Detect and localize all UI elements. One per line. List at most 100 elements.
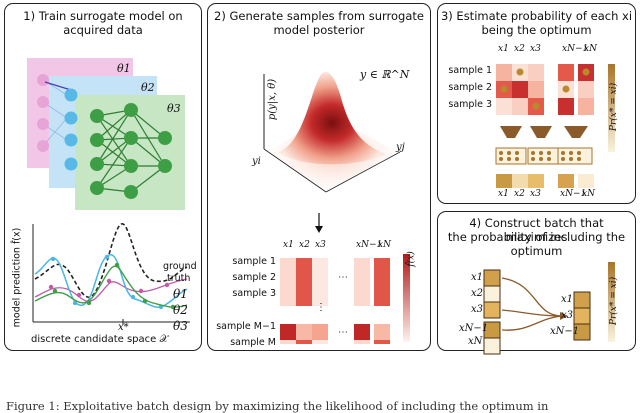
candidate-cell: [483, 337, 501, 355]
horizontal-ellipsis-top: ⋯: [338, 272, 348, 283]
batch-construction-diagram: [483, 269, 591, 355]
posterior-surface: [263, 71, 401, 193]
batch-cell: [573, 323, 591, 341]
bottom-label-x2: x2: [514, 189, 525, 199]
sample-cell: [374, 340, 390, 344]
sample-cell: [280, 274, 296, 290]
selection-arrowhead: [560, 312, 568, 320]
sample-cell: [374, 258, 390, 274]
theta-2-label: θ2: [141, 81, 155, 94]
funnel-icon: [564, 126, 588, 138]
sample-matrix: [280, 258, 390, 344]
prob-cell: [528, 64, 544, 81]
panel-3-title-line-1: 3) Estimate probability of each xi: [440, 9, 633, 23]
prediction-plot: [32, 223, 190, 325]
probability-bin: [527, 147, 559, 165]
x-star-label: x*: [118, 322, 129, 333]
prob-row-label-1: sample 1: [448, 65, 492, 76]
sample-cell: [280, 258, 296, 274]
optimum-marker-dot: [562, 85, 570, 93]
theta-1-label: θ1: [117, 62, 131, 75]
panel-3-title-line-2: being the optimum: [481, 23, 592, 37]
sample-space-equation: y ∈ ℝ^N: [360, 68, 410, 81]
right-label-xN-1: xN−1: [550, 326, 580, 337]
prob-cell: [558, 64, 574, 81]
sample-cell: [312, 274, 328, 290]
sample-cell: [312, 340, 328, 344]
candidate-cell: [483, 301, 501, 319]
sample-cell: [354, 274, 370, 290]
yi-axis-label: yi: [252, 156, 261, 167]
panel-construct-batch: 4) Construct batch that maximizes the pr…: [437, 211, 636, 355]
panel-estimate-probability: 3) Estimate probability of each xi being…: [437, 3, 636, 204]
prob-row-label-3: sample 3: [448, 99, 492, 110]
count-dot: [569, 157, 573, 161]
col-label-xN: xN: [378, 240, 391, 250]
probability-color-bar-label: Pr(x* = xi): [609, 82, 620, 132]
count-dot: [499, 151, 503, 155]
col-label-xN: xN: [584, 44, 597, 54]
left-label-xN-1: xN−1: [459, 323, 489, 334]
sample-cell: [296, 340, 312, 344]
bottom-label-x3: x3: [530, 189, 541, 199]
optimum-marker-dot: [500, 85, 508, 93]
sample-cell: [296, 324, 312, 340]
sample-cell: [296, 290, 312, 306]
theta-3-plot-label: θ3: [173, 319, 188, 333]
prob-cell: [528, 81, 544, 98]
panel-1-title-line-1: 1) Train surrogate model on: [23, 9, 183, 23]
candidate-cell: [483, 269, 501, 287]
probability-bin: [495, 147, 527, 165]
probability-cell: [496, 174, 512, 188]
count-dot: [499, 157, 503, 161]
sample-cell: [280, 340, 296, 344]
panel-1-title-line-2: acquired data: [63, 23, 143, 37]
count-dot: [547, 151, 551, 155]
down-arrow: [315, 213, 323, 233]
prob-cell: [512, 81, 528, 98]
batch-cell: [573, 291, 591, 309]
sample-cell: [312, 258, 328, 274]
col-label-x2: x2: [299, 240, 310, 250]
bottom-label-x1: x1: [498, 189, 509, 199]
bottom-label-xN-1: xN−1: [560, 189, 587, 199]
left-label-x2: x2: [471, 288, 484, 299]
col-label-xN-1: xN−1: [562, 44, 589, 54]
sample-cell: [312, 324, 328, 340]
panel-4-title-line-2: the probability of including the: [447, 230, 626, 244]
theta-3-label: θ3: [167, 102, 181, 115]
sample-cell: [354, 290, 370, 306]
count-dot: [507, 151, 511, 155]
left-label-xN: xN: [468, 336, 483, 347]
panel-4-title-line-1: 4) Construct batch that maximizes: [469, 216, 604, 244]
sample-cell: [296, 274, 312, 290]
bottom-column-labels: x1 x2 x3 xN−1 xN: [438, 189, 635, 201]
col-label-x3: x3: [315, 240, 326, 250]
sample-cell: [374, 324, 390, 340]
batch-color-bar-label: Pr(x* = xi): [609, 276, 620, 326]
probability-bin: [557, 147, 593, 165]
selection-curve: [501, 277, 563, 331]
ground-truth-label-line-2: truth: [167, 273, 191, 284]
right-label-x3: x3: [561, 310, 574, 321]
ground-truth-label-line-1: ground: [163, 261, 197, 272]
optimum-marker-dot: [582, 68, 590, 76]
sample-cell: [354, 324, 370, 340]
probability-cell: [578, 174, 594, 188]
bottom-label-xN: xN: [582, 189, 595, 199]
prob-cell: [496, 98, 512, 115]
panel-4-title-line-3: optimum: [510, 244, 563, 258]
yj-axis-label: yj: [396, 142, 405, 153]
count-dot: [507, 157, 511, 161]
count-dot: [539, 151, 543, 155]
candidate-cell: [483, 285, 501, 303]
vertical-ellipsis: ⋮: [316, 302, 326, 313]
sample-cell: [374, 274, 390, 290]
col-label-x1: x1: [283, 240, 294, 250]
count-dot: [577, 157, 581, 161]
count-dot: [561, 157, 565, 161]
probability-color-bar: [608, 64, 615, 152]
probability-cell: [558, 174, 574, 188]
panel-2-title-line-2: model posterior: [273, 23, 365, 37]
sample-cell: [374, 290, 390, 306]
